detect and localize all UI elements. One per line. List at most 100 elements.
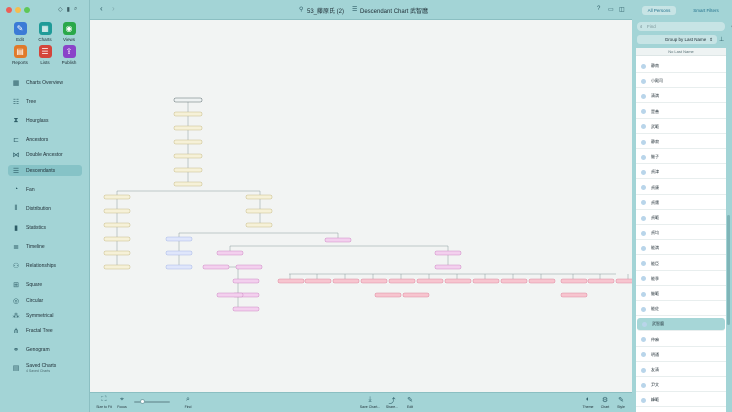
sidebar-toggle-icon[interactable]: ◫: [619, 7, 625, 13]
person-node[interactable]: [173, 153, 203, 159]
person-node[interactable]: [103, 264, 131, 270]
person-node[interactable]: [360, 278, 388, 284]
toolbar-edit-button[interactable]: ✎Edit: [8, 22, 32, 42]
person-list-item[interactable]: 能臣: [636, 258, 726, 271]
person-node[interactable]: [216, 250, 244, 256]
filter-gear-icon[interactable]: ⚙: [731, 24, 732, 30]
person-list-item[interactable]: 明通: [636, 349, 726, 362]
window-layout-icon[interactable]: ▭: [608, 7, 614, 13]
sidebar-item-hourglass[interactable]: ⧗Hourglass: [8, 115, 82, 126]
person-node[interactable]: [165, 264, 193, 270]
person-list-item[interactable]: 小殿司: [636, 75, 726, 89]
person-list-item[interactable]: 武智麿: [637, 318, 725, 332]
share-button[interactable]: ⤴Share...: [380, 396, 404, 409]
person-node[interactable]: [560, 292, 588, 298]
person-node[interactable]: [235, 264, 263, 270]
help-icon[interactable]: ?: [597, 6, 601, 12]
person-node[interactable]: [277, 278, 305, 284]
sidebar-item-symmetrical[interactable]: ⁂Symmetrical: [8, 310, 82, 321]
person-list-item[interactable]: 能満: [636, 242, 726, 256]
person-node[interactable]: [472, 278, 500, 284]
person-node[interactable]: [324, 237, 352, 243]
edit-button[interactable]: ✎Edit: [398, 396, 422, 409]
theme-button[interactable]: ◐Theme: [576, 396, 600, 409]
zoom-slider[interactable]: [134, 399, 170, 404]
chart-canvas[interactable]: [90, 20, 643, 392]
sort-icon[interactable]: ⊥: [719, 37, 725, 43]
person-node[interactable]: [374, 292, 402, 298]
find-input[interactable]: ⌕ Find ⚙: [637, 22, 732, 31]
toolbar-publish-button[interactable]: ⇪Publish: [57, 45, 81, 65]
minimize-window-button[interactable]: [15, 7, 21, 13]
person-node[interactable]: [103, 236, 131, 242]
search-person-icon[interactable]: ⌕: [73, 6, 78, 12]
sidebar-item-timeline[interactable]: ≣Timeline: [8, 241, 82, 252]
person-node[interactable]: [245, 208, 273, 214]
person-node[interactable]: [500, 278, 528, 284]
person-list-item[interactable]: 友清: [636, 364, 726, 377]
toolbar-views-button[interactable]: ◉Views: [57, 22, 81, 42]
person-node[interactable]: [434, 264, 462, 270]
person-node[interactable]: [615, 278, 643, 284]
person-node[interactable]: [560, 278, 588, 284]
bookmark-icon[interactable]: ▮: [66, 7, 70, 13]
sidebar-item-genogram[interactable]: ⚭Genogram: [8, 344, 82, 355]
descendant-chart[interactable]: [90, 20, 643, 392]
person-node[interactable]: [232, 278, 260, 284]
person-list-item[interactable]: 貞津: [636, 166, 726, 180]
person-node[interactable]: [245, 194, 273, 200]
person-list-item[interactable]: 継子: [636, 151, 726, 165]
group-by-select[interactable]: Group by Last Name ⇕: [637, 35, 717, 44]
smart-filters-tab[interactable]: Smart Filters: [693, 8, 719, 13]
toolbar-lists-button[interactable]: ☰Lists: [33, 45, 57, 65]
person-list-item[interactable]: 清満: [636, 90, 726, 104]
forward-button[interactable]: ›: [112, 4, 115, 13]
sidebar-item-tree[interactable]: ☷Tree: [8, 96, 82, 107]
person-list-item[interactable]: 貞均: [636, 227, 726, 241]
person-node[interactable]: [103, 194, 131, 200]
style-button[interactable]: ✎Style: [609, 396, 633, 409]
sidebar-item-square[interactable]: ⊞Square: [8, 279, 82, 290]
persons-list[interactable]: No Last Name 静南小殿司清満是善武範静寂継子貞津貞康貞庸貞範貞均能満…: [636, 48, 726, 412]
person-node[interactable]: [434, 250, 462, 256]
size-to-fit-button[interactable]: ⛶Size to Fit: [92, 396, 116, 409]
save-chart-button[interactable]: ⤓Save Chart...: [358, 396, 382, 409]
person-node[interactable]: [103, 222, 131, 228]
person-node[interactable]: [103, 250, 131, 256]
person-node[interactable]: [165, 250, 193, 256]
tag-icon[interactable]: ◇: [58, 7, 63, 13]
person-list-item[interactable]: 仲麻: [636, 334, 726, 347]
focus-button[interactable]: ⌖Focus: [110, 396, 134, 409]
person-node[interactable]: [232, 306, 260, 312]
person-node[interactable]: [202, 264, 230, 270]
person-node[interactable]: [416, 278, 444, 284]
person-list-item[interactable]: 貞康: [636, 182, 726, 195]
back-button[interactable]: ‹: [100, 4, 103, 13]
person-node[interactable]: [587, 278, 615, 284]
sidebar-item-charts-overview[interactable]: ▦Charts Overview: [8, 77, 82, 88]
person-node[interactable]: [173, 167, 203, 173]
person-node[interactable]: [528, 278, 556, 284]
sidebar-item-fan[interactable]: ◔Fan: [8, 184, 82, 195]
person-list-item[interactable]: 尹文: [636, 379, 726, 393]
person-node[interactable]: [173, 111, 203, 117]
person-node[interactable]: [173, 97, 203, 103]
person-node[interactable]: [173, 125, 203, 131]
person-list-item[interactable]: 静南: [636, 60, 726, 73]
close-window-button[interactable]: [6, 7, 12, 13]
person-list-item[interactable]: 能季: [636, 273, 726, 286]
person-list-item[interactable]: 峰範: [636, 394, 726, 408]
person-node[interactable]: [444, 278, 472, 284]
sidebar-item-descendants[interactable]: ☰Descendants: [8, 165, 82, 176]
sidebar-item-ancestors[interactable]: ⊏Ancestors: [8, 134, 82, 145]
find-button[interactable]: ⌕Find: [176, 396, 200, 409]
person-node[interactable]: [402, 292, 430, 298]
zoom-window-button[interactable]: [24, 7, 30, 13]
sidebar-item-fractal-tree[interactable]: ⋔Fractal Tree: [8, 325, 82, 336]
person-node[interactable]: [245, 222, 273, 228]
person-list-item[interactable]: 貞範: [636, 212, 726, 225]
person-node[interactable]: [332, 278, 360, 284]
zoom-slider-knob[interactable]: [140, 399, 145, 404]
person-list-item[interactable]: 武範: [636, 121, 726, 134]
